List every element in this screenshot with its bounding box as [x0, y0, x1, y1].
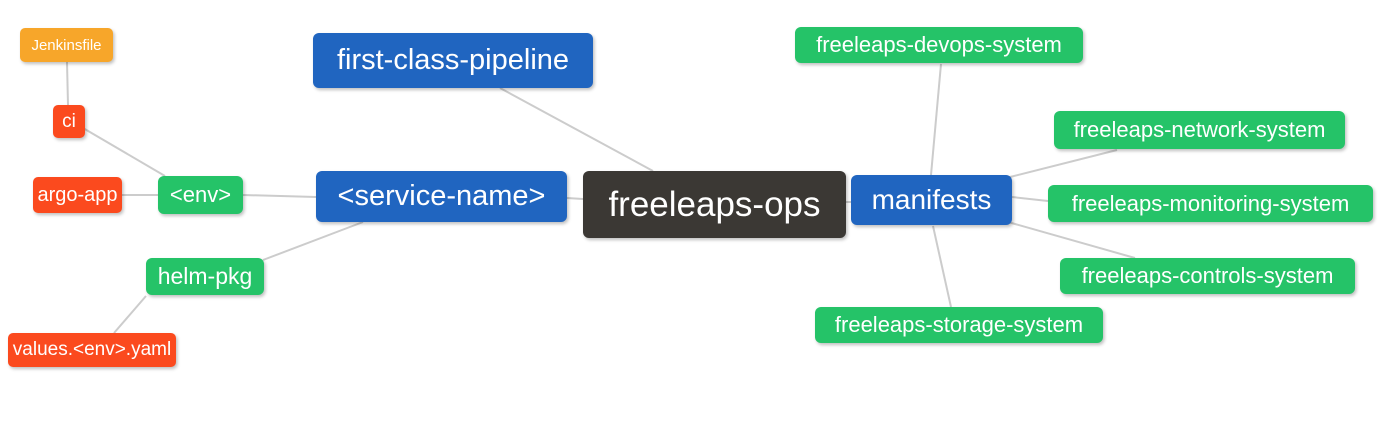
node-helm-pkg[interactable]: helm-pkg [146, 258, 264, 295]
edge-jenkinsfile-ci [66, 61, 69, 106]
edge-manifests-controls [1007, 221, 1136, 259]
node-freeleaps-storage-system[interactable]: freeleaps-storage-system [815, 307, 1103, 343]
node-values-env-yaml[interactable]: values.<env>.yaml [8, 333, 176, 367]
node-service-name[interactable]: <service-name> [316, 171, 567, 222]
edge-manifests-storage [932, 225, 952, 308]
edge-manifests-monitoring [1011, 196, 1049, 202]
edge-helmpkg-service [262, 221, 364, 261]
edge-ci-env [82, 127, 166, 177]
node-first-class-pipeline[interactable]: first-class-pipeline [313, 33, 593, 88]
node-manifests[interactable]: manifests [851, 175, 1012, 225]
node-freeleaps-monitoring-system[interactable]: freeleaps-monitoring-system [1048, 185, 1373, 222]
node-freeleaps-controls-system[interactable]: freeleaps-controls-system [1060, 258, 1355, 294]
edge-env-service [242, 194, 317, 198]
node-env[interactable]: <env> [158, 176, 243, 214]
node-argo-app[interactable]: argo-app [33, 177, 122, 213]
edge-manifests-devops [930, 63, 942, 176]
node-freeleaps-ops-root[interactable]: freeleaps-ops [583, 171, 846, 238]
edge-service-root [566, 197, 584, 200]
node-ci[interactable]: ci [53, 105, 85, 138]
edge-values-helmpkg [113, 295, 147, 334]
node-freeleaps-devops-system[interactable]: freeleaps-devops-system [795, 27, 1083, 63]
edge-fcp-root [499, 87, 654, 172]
node-jenkinsfile[interactable]: Jenkinsfile [20, 28, 113, 62]
edge-manifests-network [1005, 149, 1118, 179]
node-freeleaps-network-system[interactable]: freeleaps-network-system [1054, 111, 1345, 149]
